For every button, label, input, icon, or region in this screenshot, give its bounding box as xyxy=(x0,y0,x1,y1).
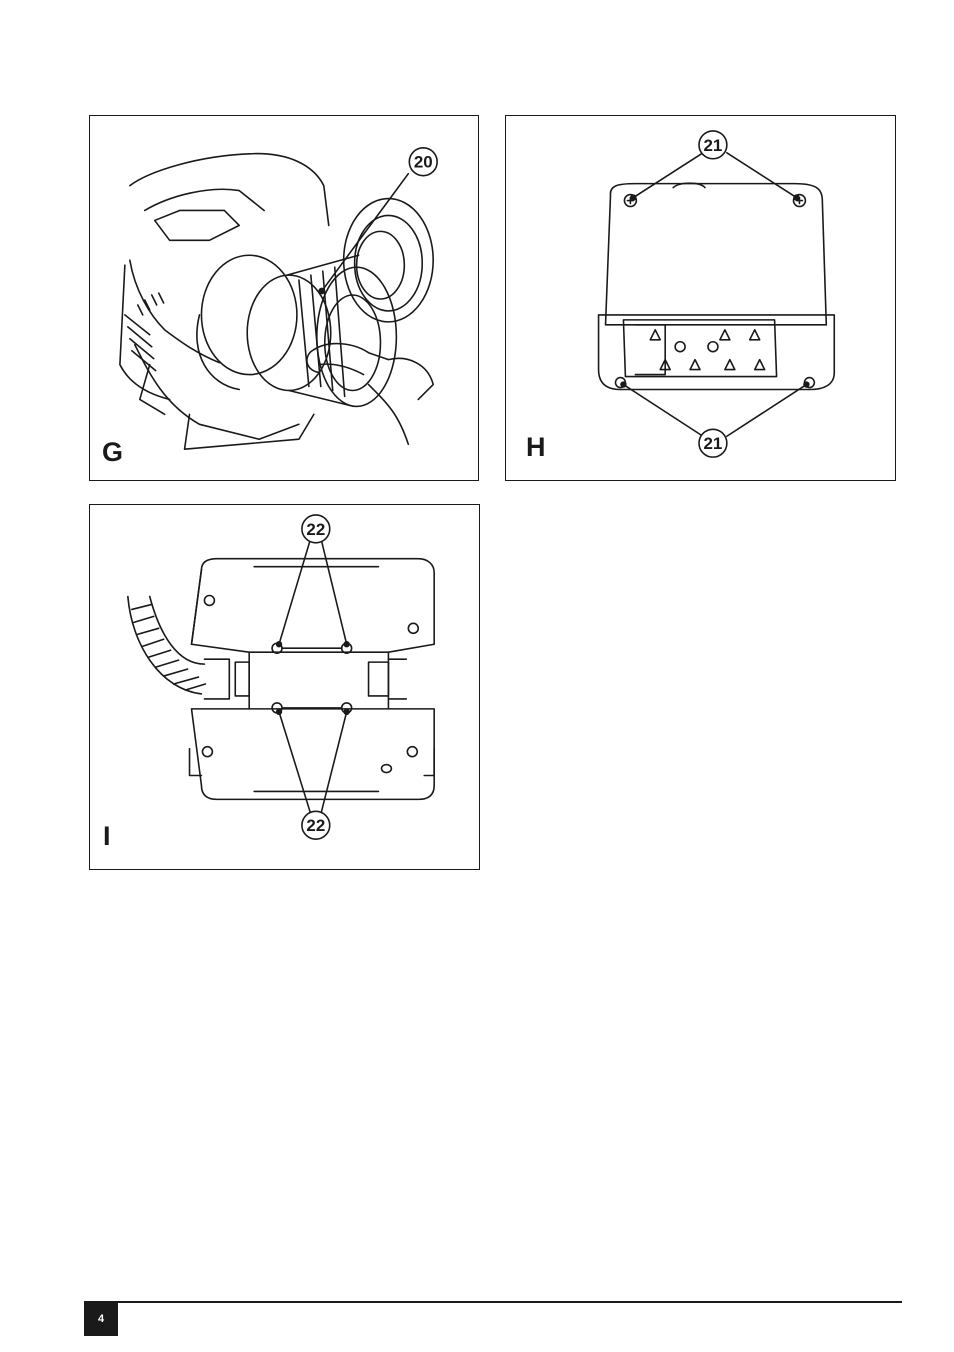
page-number-badge: 4 xyxy=(84,1302,118,1336)
filter-removal-illustration: 20 xyxy=(90,116,478,480)
figure-i-panel: 22 22 I xyxy=(89,504,480,870)
page-number: 4 xyxy=(98,1313,104,1325)
callout-21-bottom: 21 xyxy=(704,434,723,453)
figure-h-panel: 21 21 H xyxy=(505,115,896,481)
figure-letter-g: G xyxy=(102,439,123,466)
callout-21-top: 21 xyxy=(704,136,723,155)
cover-screws-illustration: 21 21 xyxy=(506,116,895,480)
footer-rule xyxy=(84,1301,902,1303)
figure-g-panel: 20 G xyxy=(89,115,479,481)
figure-letter-i: I xyxy=(103,823,111,850)
callout-22-top: 22 xyxy=(306,520,325,539)
callout-22-bottom: 22 xyxy=(306,816,325,835)
callout-20: 20 xyxy=(414,153,433,172)
figure-letter-h: H xyxy=(526,434,546,461)
body-screws-illustration: 22 22 xyxy=(90,505,479,869)
